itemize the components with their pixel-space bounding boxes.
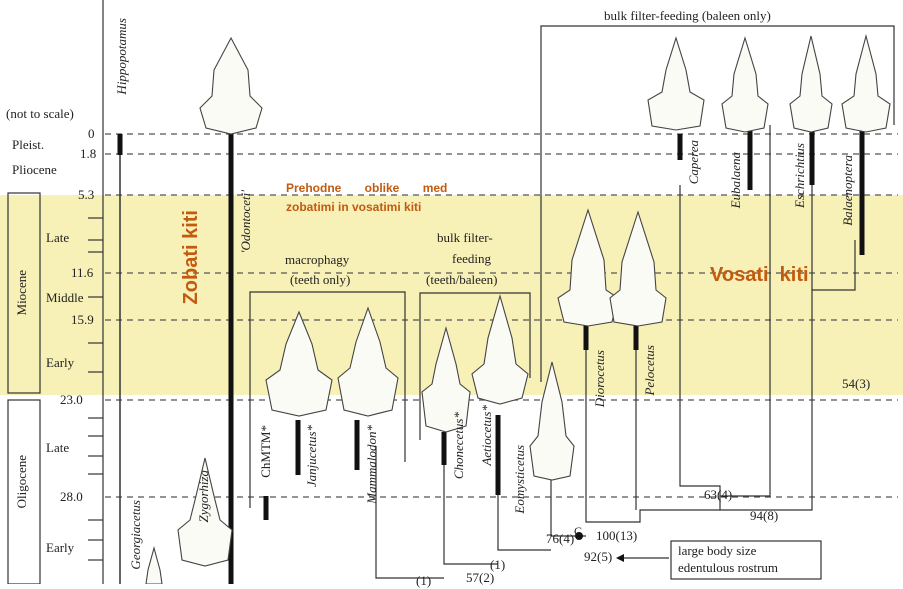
- age-15-9: 15.9: [71, 312, 94, 328]
- age-1-8: 1.8: [80, 146, 96, 162]
- taxon-odontoceti: 'Odontoceti': [238, 190, 254, 253]
- taxon-aetiocetus: Aetiocetus*: [479, 405, 495, 466]
- taxon-pelocetus: Pelocetus: [642, 345, 658, 396]
- group-label-teeth-baleen: (teeth/baleen): [426, 272, 497, 288]
- node-94: 94(8): [750, 508, 778, 524]
- taxon-eubalaena: Eubalaena: [728, 152, 744, 208]
- taxon-georgiacetus: Georgiacetus: [128, 500, 144, 570]
- taxon-caperea: Caperea: [686, 140, 702, 184]
- toothed-whales-label: Zobati kiti: [180, 210, 203, 304]
- age-0: 0: [88, 126, 95, 142]
- node-92: 92(5): [584, 549, 612, 565]
- epoch-pleistocene: Pleist.: [12, 137, 44, 153]
- subepoch-early-oligocene: Early: [46, 540, 74, 556]
- taxon-eomysticetus: Eomysticetus: [512, 445, 528, 514]
- callout-line-2: edentulous rostrum: [678, 560, 778, 576]
- callout-line-1: large body size: [678, 543, 756, 559]
- baleen-whales-label: Vosati kiti: [710, 264, 809, 287]
- node-100: 100(13): [596, 528, 637, 544]
- epoch-oligocene: Oligocene: [14, 455, 30, 508]
- taxon-janjucetus: Janjucetus*: [304, 425, 320, 487]
- transitional-forms-label-1: Prehodne oblike med: [286, 181, 447, 195]
- group-label-bulk-filter: bulk filter-: [437, 230, 493, 246]
- group-label-feeding: feeding: [452, 251, 491, 267]
- group-label-teeth-only: (teeth only): [290, 272, 350, 288]
- age-23-0: 23.0: [60, 392, 83, 408]
- subepoch-late-miocene: Late: [46, 230, 69, 246]
- taxon-mammalodon: Mammalodon*: [364, 425, 380, 504]
- taxon-balaenoptera: Balaenoptera: [840, 155, 856, 226]
- subepoch-middle-miocene: Middle: [46, 290, 84, 306]
- node-1b: (1): [416, 573, 431, 589]
- age-5-3: 5.3: [78, 187, 94, 203]
- group-label-baleen-only: bulk filter-feeding (baleen only): [604, 8, 771, 24]
- age-28-0: 28.0: [60, 489, 83, 505]
- group-label-macrophagy: macrophagy: [285, 252, 349, 268]
- epoch-pliocene: Pliocene: [12, 162, 57, 178]
- node-63: 63(4): [704, 487, 732, 503]
- subepoch-early-miocene: Early: [46, 355, 74, 371]
- subepoch-late-oligocene: Late: [46, 440, 69, 456]
- node-76: 76(4): [546, 531, 574, 547]
- taxon-eschrichtius: Eschrichtius: [792, 143, 808, 208]
- transitional-forms-label-2: zobatimi in vosatimi kiti: [286, 200, 421, 214]
- taxon-diorocetus: Diorocetus: [592, 350, 608, 407]
- not-to-scale-label: (not to scale): [6, 106, 74, 122]
- age-11-6: 11.6: [71, 265, 93, 281]
- taxon-zygorhiza: Zygorhiza: [196, 470, 212, 523]
- epoch-miocene: Miocene: [14, 270, 30, 315]
- node-c: C: [574, 524, 582, 539]
- taxon-chonecetus: Chonecetus*: [451, 412, 467, 479]
- node-54: 54(3): [842, 376, 870, 392]
- taxon-hippopotamus: Hippopotamus: [114, 18, 130, 95]
- taxon-chmtm: ChMTM*: [258, 425, 274, 478]
